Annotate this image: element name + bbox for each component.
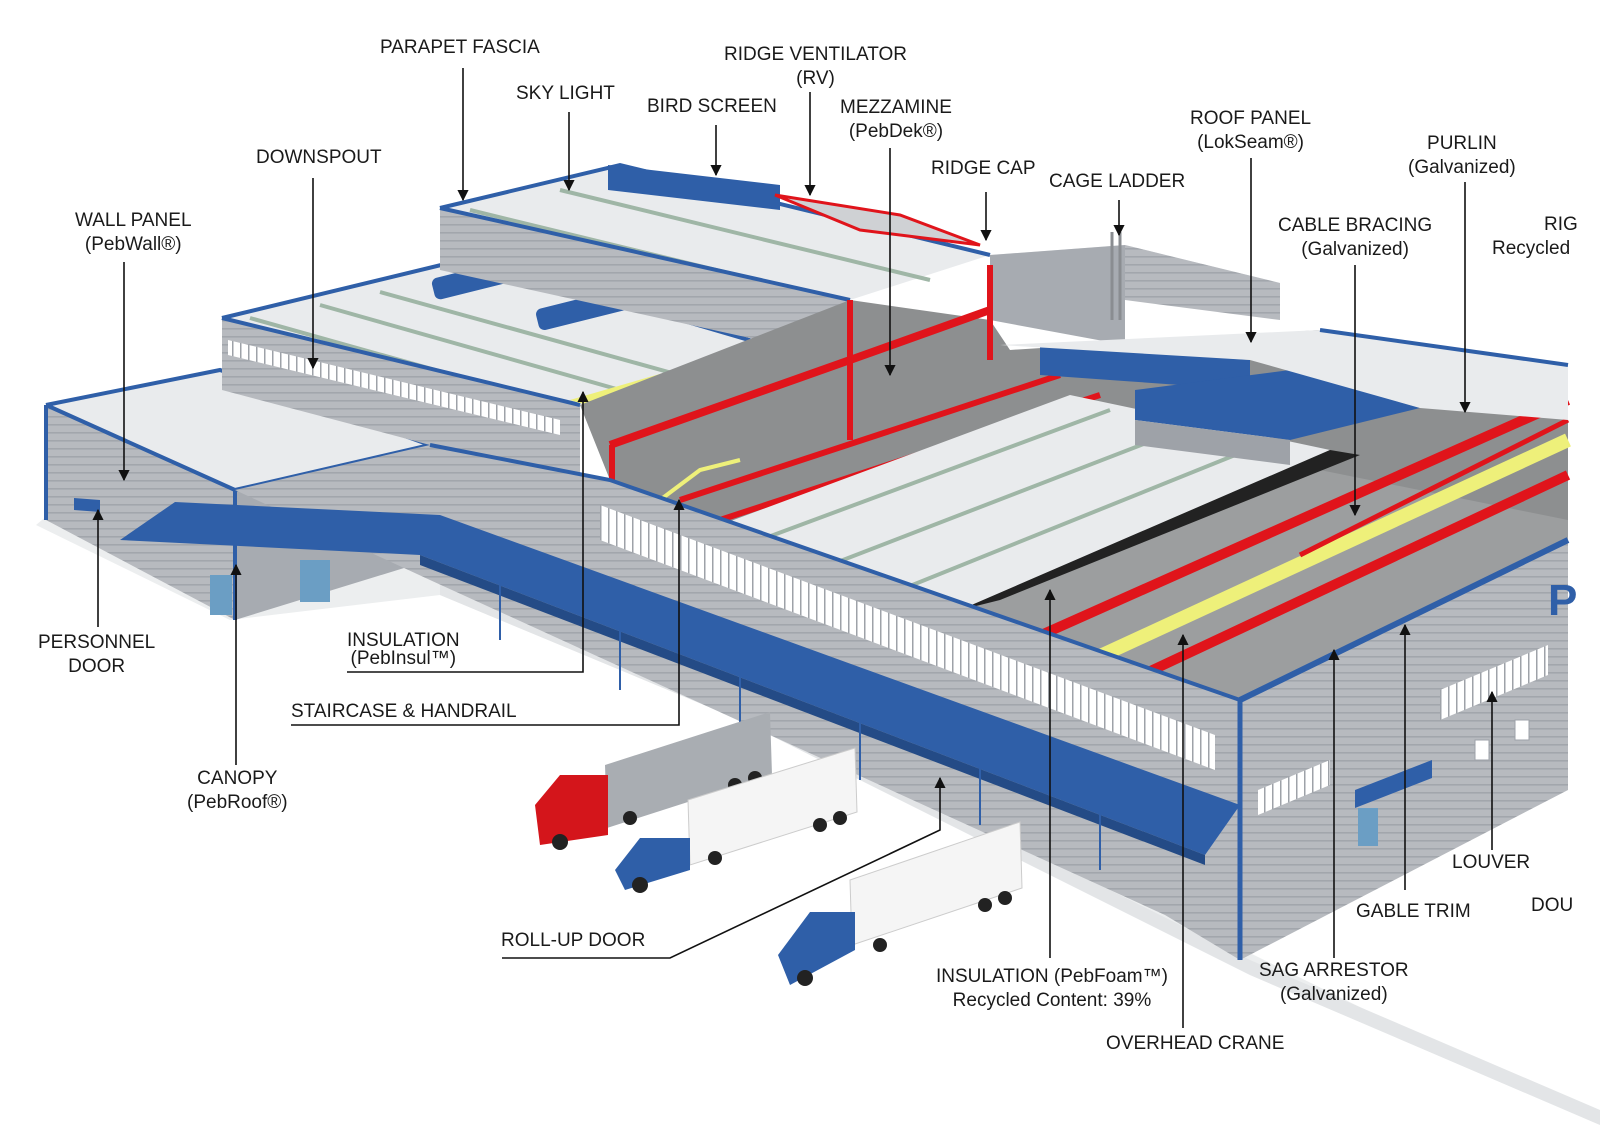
front-loading-wall [120,443,1241,960]
louver [1258,760,1330,815]
label-insulation-pebinsul: INSULATION (PebInsul™) [347,630,460,669]
label-roof-panel: ROOF PANEL (LokSeam®) [1190,108,1312,153]
label-personnel-door: PERSONNEL DOOR [38,632,156,677]
wall-logo: P [1548,576,1577,625]
label-cut-right: RIG Recycled [1492,214,1578,259]
label-cable-bracing: CABLE BRACING (Galvanized) [1278,215,1433,260]
label-roll-up-door: ROLL-UP DOOR [501,930,646,951]
label-parapet-fascia: PARAPET FASCIA [380,37,540,58]
gable-end-wall [1237,537,1570,960]
label-louver: LOUVER [1452,852,1531,873]
label-ridge-ventilator: RIDGE VENTILATOR (RV) [724,44,907,89]
bird-screen [608,165,780,210]
personnel-door [210,575,232,615]
label-canopy: CANOPY (PebRoof®) [187,768,288,813]
label-staircase-handrail: STAIRCASE & HANDRAIL [291,701,517,722]
label-insulation-pebfoam: INSULATION (PebFoam™) Recycled Content: … [936,966,1168,1011]
top-tier-block [439,162,1280,360]
ridge-ventilator [774,193,981,247]
label-sag-arrestor: SAG ARRESTOR (Galvanized) [1259,960,1409,1005]
overhead-crane [1067,433,1571,677]
label-gable-trim: GABLE TRIM [1356,901,1471,922]
truck-red [535,712,772,850]
label-cage-ladder: CAGE LADDER [1049,171,1186,192]
label-overhead-crane: OVERHEAD CRANE [1106,1033,1285,1054]
label-bird-screen: BIRD SCREEN [647,96,777,117]
truck-blue-1 [615,747,858,893]
label-downspout: DOWNSPOUT [256,147,382,168]
leader-lines [92,68,1498,1028]
label-sky-light: SKY LIGHT [516,83,615,104]
label-ridge-cap: RIDGE CAP [931,158,1036,179]
label-wall-panel: WALL PANEL (PebWall®) [75,210,192,255]
central-roof-panel [720,328,1569,610]
label-mezzamine: MEZZAMINE (PebDek®) [840,97,952,142]
canopy [120,502,1240,855]
label-cut-dou: DOU [1531,895,1574,916]
truck-blue-2 [778,821,1023,986]
label-purlin: PURLIN (Galvanized) [1408,133,1516,178]
